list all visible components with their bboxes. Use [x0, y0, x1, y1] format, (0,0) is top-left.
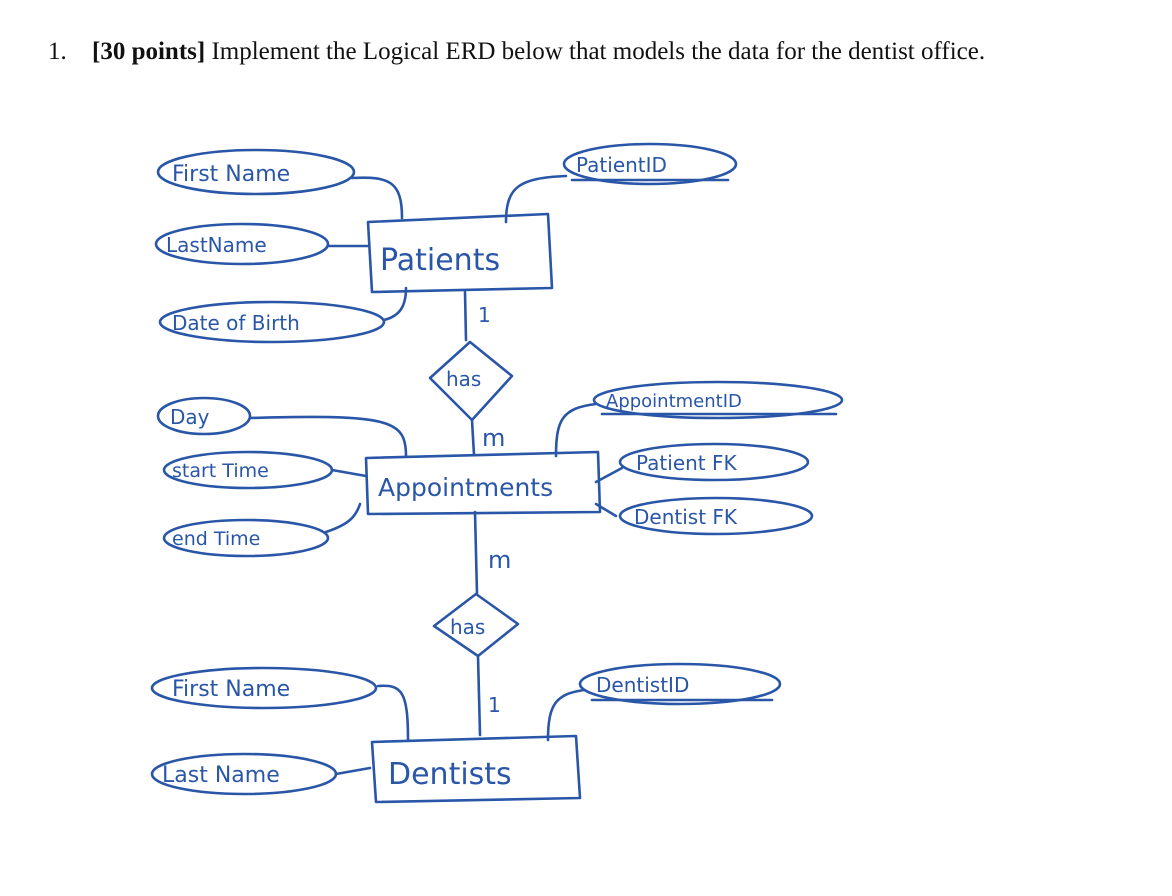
dentists-attributes: First Name Last Name DentistID	[150, 662, 782, 796]
attr-appointments-patient-fk: Patient FK	[618, 442, 810, 482]
relationship-patients-appointments: has 1 m	[428, 303, 514, 452]
attr-appointments-day: Day	[156, 396, 252, 436]
entity-dentists-label: Dentists	[388, 757, 512, 792]
svg-text:DentistID: DentistID	[596, 673, 689, 697]
question-body: Implement the Logical ERD below that mod…	[205, 38, 986, 65]
cardinality-appointments-side-1: m	[482, 424, 505, 452]
line-apptid-appointments	[554, 402, 598, 458]
attr-appointments-start-time: start Time	[162, 450, 334, 490]
attr-patients-last-name: LastName	[154, 222, 330, 266]
cardinality-patients-side: 1	[478, 303, 491, 327]
svg-text:First Name: First Name	[172, 677, 290, 702]
svg-text:end Time: end Time	[172, 528, 260, 550]
relationship-label-1: has	[446, 367, 481, 391]
cardinality-dentists-side: 1	[488, 693, 501, 717]
entity-dentists-box	[370, 734, 582, 804]
attr-appointments-appointmentid: AppointmentID	[592, 380, 844, 420]
question-text: 1. [30 points] Implement the Logical ERD …	[48, 38, 1148, 66]
entity-appointments-box	[364, 450, 602, 516]
svg-text:Patient FK: Patient FK	[636, 451, 738, 475]
attr-dentists-first-name: First Name	[150, 666, 378, 710]
attr-appointments-dentist-fk: Dentist FK	[618, 496, 814, 536]
cardinality-appointments-side-2: m	[488, 546, 511, 574]
line-day-appointments	[248, 415, 408, 458]
svg-text:Day: Day	[170, 405, 210, 429]
line-has1-appointments	[470, 418, 476, 457]
line-has2-dentists	[476, 654, 482, 737]
line-patientid-patients	[504, 174, 568, 224]
line-last-name-dentists	[334, 766, 372, 776]
connector-lines	[248, 174, 624, 776]
svg-text:AppointmentID: AppointmentID	[606, 391, 742, 412]
entity-patients-box	[366, 212, 554, 294]
line-first-name-dentists	[376, 684, 410, 742]
attr-dentists-last-name: Last Name	[150, 752, 338, 796]
entity-appointments-label: Appointments	[378, 473, 553, 502]
relationship-appointments-dentists: has m 1	[432, 546, 520, 717]
line-dentistid-dentists	[546, 688, 586, 742]
attr-dentists-dentistid: DentistID	[578, 662, 782, 706]
attr-appointments-end-time: end Time	[162, 518, 330, 558]
svg-text:First Name: First Name	[172, 162, 290, 187]
relationship-label-2: has	[450, 615, 485, 639]
entity-dentists: Dentists	[370, 734, 582, 804]
entity-appointments: Appointments	[364, 450, 602, 516]
attr-patients-first-name: First Name	[156, 148, 356, 196]
line-first-name-patients	[350, 176, 404, 220]
relationship-diamond-1	[428, 340, 514, 422]
svg-text:PatientID: PatientID	[576, 153, 667, 177]
line-start-appointments	[330, 468, 368, 478]
svg-text:LastName: LastName	[166, 233, 267, 257]
patients-attributes: First Name LastName Date of Birth Patien…	[154, 142, 738, 344]
entity-patients-label: Patients	[380, 243, 500, 278]
relationship-diamond-2	[432, 592, 520, 658]
svg-text:Last Name: Last Name	[162, 763, 280, 788]
attr-patients-patientid: PatientID	[562, 142, 738, 186]
line-patientfk-appointments	[594, 466, 624, 484]
entity-patients: Patients	[366, 212, 554, 294]
svg-text:Dentist FK: Dentist FK	[634, 505, 738, 529]
line-end-appointments	[324, 502, 362, 534]
question-points: [30 points]	[92, 38, 206, 65]
attr-patients-date-of-birth: Date of Birth	[158, 300, 386, 344]
line-appointments-has2	[473, 510, 479, 596]
svg-text:start Time: start Time	[172, 460, 269, 482]
line-patients-has1	[463, 290, 468, 342]
question-number: 1.	[48, 38, 67, 65]
svg-text:Date of Birth: Date of Birth	[172, 311, 300, 335]
appointments-attributes: Day start Time end Time AppointmentID Pa…	[156, 380, 844, 558]
